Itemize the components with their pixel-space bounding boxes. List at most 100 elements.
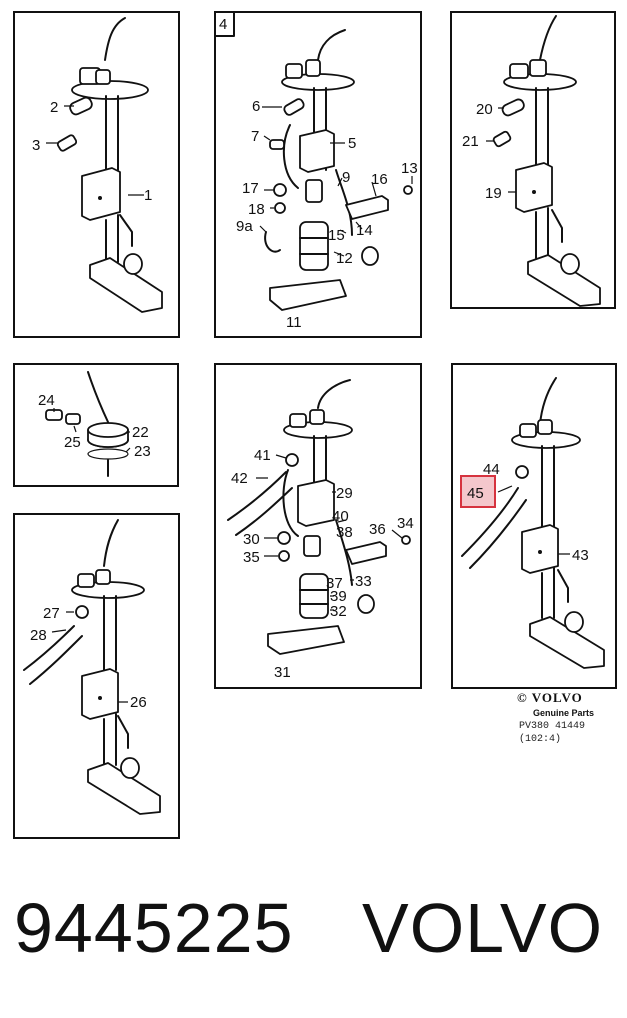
panel-5-label-6: 34 bbox=[397, 515, 414, 532]
panel-5-connector-b bbox=[309, 409, 325, 425]
panel-1: 2 3 1 bbox=[13, 11, 180, 338]
panel-5-hose-b bbox=[235, 487, 293, 536]
panel-5-part-35 bbox=[278, 550, 290, 562]
panel-2-label-1: 5 bbox=[348, 135, 356, 152]
panel-3-foot bbox=[527, 254, 601, 307]
panel-5-screw bbox=[401, 535, 411, 545]
panel-7-label-1: 28 bbox=[30, 627, 47, 644]
panel-2-label-4: 13 bbox=[401, 160, 418, 177]
panel-2-pump-bands bbox=[299, 237, 329, 255]
panel-6-lower-tube bbox=[541, 567, 555, 619]
panel-2-wire bbox=[317, 29, 346, 61]
panel-6-foot bbox=[529, 616, 605, 669]
panel-5-label-13: 31 bbox=[274, 664, 291, 681]
panel-5-label-7: 30 bbox=[243, 531, 260, 548]
panel-4-leaders bbox=[53, 408, 131, 453]
panel-2-label-10: 14 bbox=[356, 222, 373, 239]
panel-3-part-21 bbox=[492, 130, 512, 148]
panel-7-sender-dot bbox=[98, 696, 102, 700]
panel-2-corner-box bbox=[214, 11, 235, 37]
panel-2-label-0: 6 bbox=[252, 98, 260, 115]
panel-3-lower-tube bbox=[535, 207, 549, 259]
panel-2-part-9 bbox=[305, 179, 323, 203]
panel-2-label-5: 16 bbox=[371, 171, 388, 188]
panel-2-label-11: 12 bbox=[336, 250, 353, 267]
panel-2-label-7: 18 bbox=[248, 201, 265, 218]
panel-5-float bbox=[357, 594, 375, 614]
panel-3-label-1: 21 bbox=[462, 133, 479, 150]
panel-7-tube bbox=[103, 595, 117, 671]
panel-3-float bbox=[560, 253, 580, 275]
panel-7-leaders bbox=[51, 611, 128, 703]
panel-5-label-11: 39 bbox=[330, 588, 347, 605]
panel-5-sender bbox=[297, 479, 335, 527]
panel-2-label-9: 15 bbox=[328, 227, 345, 244]
panel-2-section-number: 4 bbox=[219, 16, 227, 33]
highlight-box-45 bbox=[460, 475, 496, 508]
panel-5-label-8: 35 bbox=[243, 549, 260, 566]
panel-5-hose-a bbox=[227, 471, 287, 521]
panel-2-label-3: 9 bbox=[342, 169, 350, 186]
panel-5-label-2: 29 bbox=[336, 485, 353, 502]
panel-7-connector bbox=[77, 573, 95, 588]
panel-6-hose-a bbox=[461, 487, 519, 557]
panel-2-float bbox=[361, 246, 379, 266]
panel-6-leaders bbox=[497, 485, 570, 555]
reference-sub: (102:4) bbox=[519, 733, 561, 745]
panel-1-part-2 bbox=[69, 96, 93, 116]
part-number: 9445225 bbox=[14, 889, 294, 967]
panel-2-label-8: 9a bbox=[236, 218, 253, 235]
panel-5-label-1: 42 bbox=[231, 470, 248, 487]
panel-6-connector bbox=[519, 423, 537, 438]
panel-1-part-3 bbox=[56, 134, 78, 152]
panel-3-part-20 bbox=[501, 98, 525, 117]
panel-5-pump-bands bbox=[299, 589, 329, 605]
panel-2-sender bbox=[299, 129, 335, 173]
panel-6-float-arm bbox=[557, 569, 569, 603]
panel-1-label-2: 1 bbox=[144, 187, 152, 204]
panel-7-part-27 bbox=[75, 605, 89, 619]
panel-7-connector-b bbox=[95, 569, 111, 585]
panel-7-label-0: 27 bbox=[43, 605, 60, 622]
panel-5-label-3: 40 bbox=[332, 508, 349, 525]
panel-3-wire bbox=[539, 15, 557, 61]
panel-6-sender bbox=[521, 524, 559, 574]
panel-1-tube bbox=[105, 95, 119, 171]
panel-7: 27 28 26 bbox=[13, 513, 180, 839]
panel-6: 44 45 43 bbox=[451, 363, 617, 689]
panel-7-label-2: 26 bbox=[130, 694, 147, 711]
panel-2-return-line bbox=[335, 169, 353, 236]
panel-1-lower-tube bbox=[105, 214, 119, 263]
panel-3-label-2: 19 bbox=[485, 185, 502, 202]
reference-code: PV380 41449 bbox=[519, 721, 585, 732]
panel-1-sender bbox=[81, 167, 121, 221]
panel-2-strainer bbox=[269, 279, 347, 311]
panel-6-sender-dot bbox=[538, 550, 542, 554]
panel-5-return-line bbox=[335, 519, 353, 586]
title-bar bbox=[0, 850, 627, 1018]
panel-6-label-2: 43 bbox=[572, 547, 589, 564]
panel-5: 41 42 29 40 38 36 34 30 35 37 33 39 32 3… bbox=[214, 363, 422, 689]
panel-2-part-17 bbox=[273, 183, 287, 197]
panel-1-float bbox=[123, 253, 143, 275]
panel-2-part-18 bbox=[274, 202, 286, 214]
panel-1-label-0: 2 bbox=[50, 99, 58, 116]
genuine-parts-text: Genuine Parts bbox=[533, 708, 594, 718]
panel-3: 20 21 19 bbox=[450, 11, 616, 309]
panel-5-part-30 bbox=[277, 531, 291, 545]
panel-5-part-41 bbox=[285, 453, 299, 467]
panel-5-wire bbox=[317, 379, 351, 409]
panel-2-label-2: 7 bbox=[251, 128, 259, 145]
panel-7-lower-tube bbox=[103, 713, 117, 766]
panel-2: 4 6 5 7 9 13 16 17 18 9a 15 14 12 bbox=[214, 11, 422, 338]
panel-2-screw bbox=[403, 185, 413, 195]
panel-6-label-0: 44 bbox=[483, 461, 500, 478]
brand-name: VOLVO bbox=[362, 889, 604, 967]
panel-3-sender-dot bbox=[532, 190, 536, 194]
panel-2-bracket bbox=[345, 195, 389, 220]
panel-3-connector bbox=[509, 63, 529, 79]
panel-4-label-2: 25 bbox=[64, 434, 81, 451]
panel-7-wire bbox=[103, 519, 119, 567]
panel-3-connector-b bbox=[529, 59, 547, 77]
panel-2-leaders bbox=[259, 106, 413, 257]
